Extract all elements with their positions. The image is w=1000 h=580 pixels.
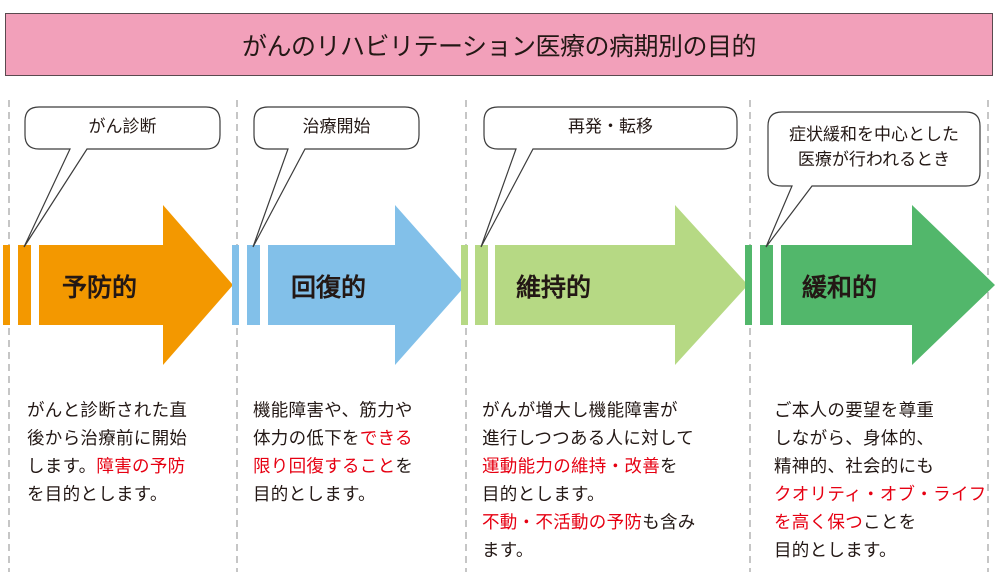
description-line: 限り回復することを bbox=[253, 453, 413, 481]
description-line: 目的とします。 bbox=[253, 481, 413, 509]
callout-line: 医療が行われるとき bbox=[797, 150, 951, 170]
highlighted-text: 運動能力の維持・改善 bbox=[482, 457, 660, 477]
description-line: 機能障害や、筋力や bbox=[253, 397, 413, 425]
callout-text-restorative: 治療開始 bbox=[254, 115, 419, 140]
callout-bubble-palliative bbox=[765, 111, 981, 248]
description-text: 目的とします。 bbox=[774, 541, 897, 561]
description-line: 目的とします。 bbox=[482, 481, 696, 509]
stage-stripe bbox=[745, 245, 752, 325]
description-line: がんが増大し機能障害が bbox=[482, 397, 696, 425]
description-text: ご本人の要望を尊重 bbox=[774, 401, 935, 421]
description-line: 体力の低下をできる bbox=[253, 425, 413, 453]
description-line: 運動能力の維持・改善を bbox=[482, 453, 696, 481]
description-text: しながら、身体的、 bbox=[774, 429, 935, 449]
stage-arrow-body bbox=[39, 205, 233, 365]
description-line: ます。 bbox=[482, 537, 696, 565]
description-line: 進行しつつある人に対して bbox=[482, 425, 696, 453]
stage-stripe bbox=[232, 245, 239, 325]
stage-description-preventive: がんと診断された直後から治療前に開始します。障害の予防を目的とします。 bbox=[27, 397, 187, 509]
description-text: 進行しつつある人に対して bbox=[482, 429, 695, 449]
description-line: ご本人の要望を尊重 bbox=[774, 397, 987, 425]
callout-bubble-restorative bbox=[252, 106, 420, 248]
stage-description-restorative: 機能障害や、筋力や体力の低下をできる限り回復することを目的とします。 bbox=[253, 397, 413, 509]
stage-arrow-body bbox=[495, 205, 748, 365]
description-text: を bbox=[660, 457, 678, 477]
description-text: 目的とします。 bbox=[253, 485, 376, 505]
description-text: 機能障害や、筋力や bbox=[253, 401, 413, 421]
highlighted-text: 限り回復すること bbox=[253, 457, 396, 477]
highlighted-text: 障害の予防 bbox=[96, 457, 186, 477]
description-text: します。 bbox=[27, 457, 97, 477]
stage-label-preventive: 予防的 bbox=[62, 273, 138, 302]
highlighted-text: を高く保つ bbox=[774, 513, 863, 533]
stage-stripe bbox=[18, 245, 31, 325]
description-text: がんが増大し機能障害が bbox=[482, 401, 678, 421]
callout-text-preventive: がん診断 bbox=[25, 115, 220, 140]
description-line: がんと診断された直 bbox=[27, 397, 187, 425]
description-text: を目的とします。 bbox=[27, 485, 168, 505]
stage-stripe bbox=[760, 245, 773, 325]
stage-stripe bbox=[461, 245, 468, 325]
stage-arrow-supportive bbox=[461, 205, 748, 365]
description-line: 後から治療前に開始 bbox=[27, 425, 187, 453]
stage-description-supportive: がんが増大し機能障害が進行しつつある人に対して運動能力の維持・改善を目的とします… bbox=[482, 397, 696, 565]
stage-arrow-palliative bbox=[745, 205, 995, 365]
description-line: 不動・不活動の予防も含み bbox=[482, 509, 696, 537]
description-text: ます。 bbox=[482, 541, 534, 561]
description-line: を目的とします。 bbox=[27, 481, 187, 509]
callout-line: 治療開始 bbox=[302, 116, 371, 137]
callout-line: がん診断 bbox=[88, 116, 157, 137]
callout-text-palliative: 症状緩和を中心とした医療が行われるとき bbox=[768, 123, 980, 173]
callout-bubble-supportive bbox=[480, 106, 738, 248]
description-text: を bbox=[395, 457, 414, 477]
stage-stripe bbox=[3, 245, 10, 325]
stage-arrow-restorative bbox=[232, 205, 466, 365]
description-text: がんと診断された直 bbox=[27, 401, 188, 421]
callout-line: 症状緩和を中心とした bbox=[789, 125, 959, 145]
stage-stripe bbox=[475, 245, 488, 325]
highlighted-text: クオリティ・オブ・ライフ bbox=[774, 485, 987, 505]
description-line: しながら、身体的、 bbox=[774, 425, 987, 453]
description-line: クオリティ・オブ・ライフ bbox=[774, 481, 987, 509]
description-text: も含み bbox=[642, 513, 696, 533]
stage-stripe bbox=[247, 245, 260, 325]
description-line: を高く保つことを bbox=[774, 509, 987, 537]
callout-text-supportive: 再発・転移 bbox=[484, 115, 737, 140]
description-text: 後から治療前に開始 bbox=[27, 429, 188, 449]
stage-arrow-preventive bbox=[3, 205, 233, 365]
description-line: 目的とします。 bbox=[774, 537, 987, 565]
description-text: 体力の低下を bbox=[253, 429, 360, 449]
description-line: します。障害の予防 bbox=[27, 453, 187, 481]
callout-line: 再発・転移 bbox=[568, 116, 653, 137]
highlighted-text: 不動・不活動の予防 bbox=[482, 513, 643, 533]
description-text: 目的とします。 bbox=[482, 485, 605, 505]
stage-label-palliative: 緩和的 bbox=[802, 273, 878, 302]
stage-arrow-body bbox=[268, 205, 466, 365]
description-text: 精神的、社会的にも bbox=[774, 457, 935, 477]
stage-label-restorative: 回復的 bbox=[291, 273, 367, 302]
stage-description-palliative: ご本人の要望を尊重しながら、身体的、精神的、社会的にもクオリティ・オブ・ライフを… bbox=[774, 397, 987, 565]
description-line: 精神的、社会的にも bbox=[774, 453, 987, 481]
stage-arrow-body bbox=[781, 205, 995, 365]
stage-label-supportive: 維持的 bbox=[516, 273, 592, 302]
title-banner: がんのリハビリテーション医療の病期別の目的 bbox=[5, 13, 993, 76]
description-text: ことを bbox=[863, 513, 917, 533]
page-title: がんのリハビリテーション医療の病期別の目的 bbox=[241, 31, 757, 61]
highlighted-text: できる bbox=[359, 429, 413, 449]
callout-bubble-preventive bbox=[23, 106, 221, 248]
